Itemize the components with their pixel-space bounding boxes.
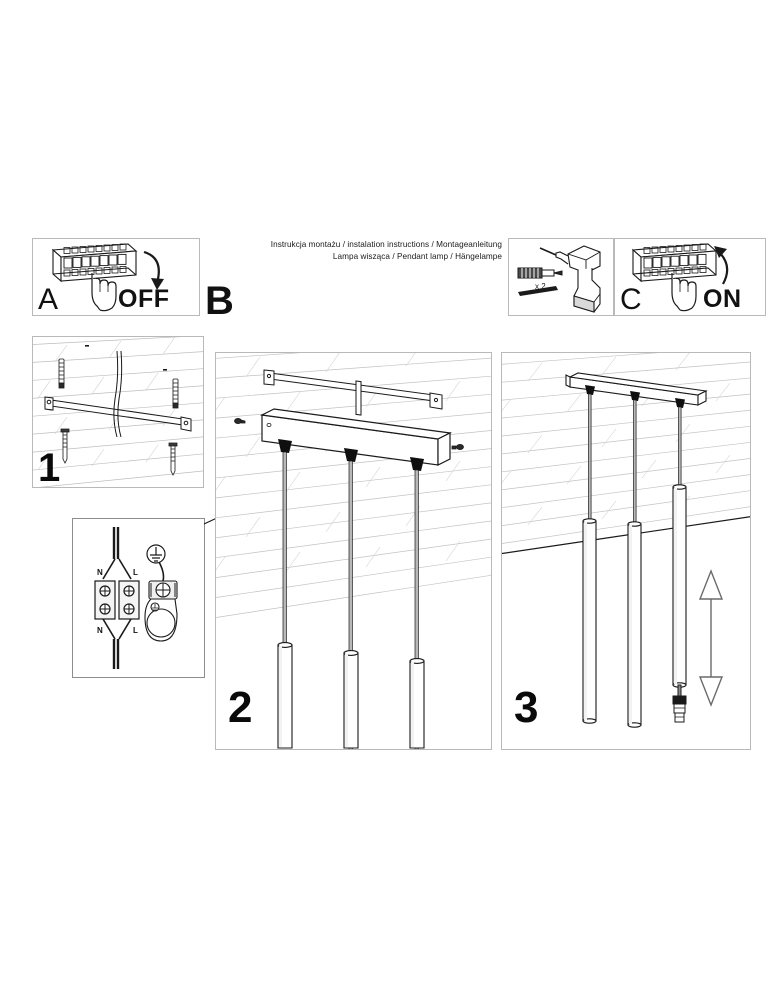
tools-icon-group (517, 245, 601, 313)
arrow-down-head (151, 278, 164, 290)
step-1-illustration (33, 337, 203, 487)
header-line-1: Instrukcja montażu / instalation instruc… (270, 240, 502, 249)
earth-ground-icon (146, 544, 166, 582)
wiring-diagram: N L N L (94, 527, 178, 669)
step-c-label: C (620, 283, 642, 316)
step-2-illustration (216, 353, 491, 749)
step-3-illustration (502, 353, 750, 728)
step-1-number: 1 (38, 446, 61, 490)
arrow-up-icon (718, 251, 729, 285)
breaker-panel-off-icon (51, 243, 164, 312)
step-a-action-label: OFF (118, 285, 170, 313)
tools-quantity-label: x 2 (535, 282, 546, 291)
terminal-label-n-bottom: N (97, 626, 103, 635)
header-line-2: Lampa wisząca / Pendant lamp / Hängelamp… (332, 252, 502, 261)
step-2-number: 2 (228, 683, 253, 732)
breaker-panel-on-icon (631, 243, 729, 312)
screw-icon (518, 286, 558, 296)
step-3-number: 3 (514, 683, 539, 732)
step-c-action-label: ON (703, 285, 742, 313)
arrow-up-head (714, 246, 727, 258)
step-b-label: B (205, 279, 234, 323)
step-a-label: A (38, 283, 59, 316)
terminal-label-n-top: N (97, 568, 103, 577)
terminal-label-l-top: L (133, 568, 138, 577)
lamp-socket-icon (144, 580, 178, 642)
header-instructions: Instrukcja montażu / instalation instruc… (220, 239, 502, 263)
terminal-label-l-bottom: L (133, 626, 138, 635)
